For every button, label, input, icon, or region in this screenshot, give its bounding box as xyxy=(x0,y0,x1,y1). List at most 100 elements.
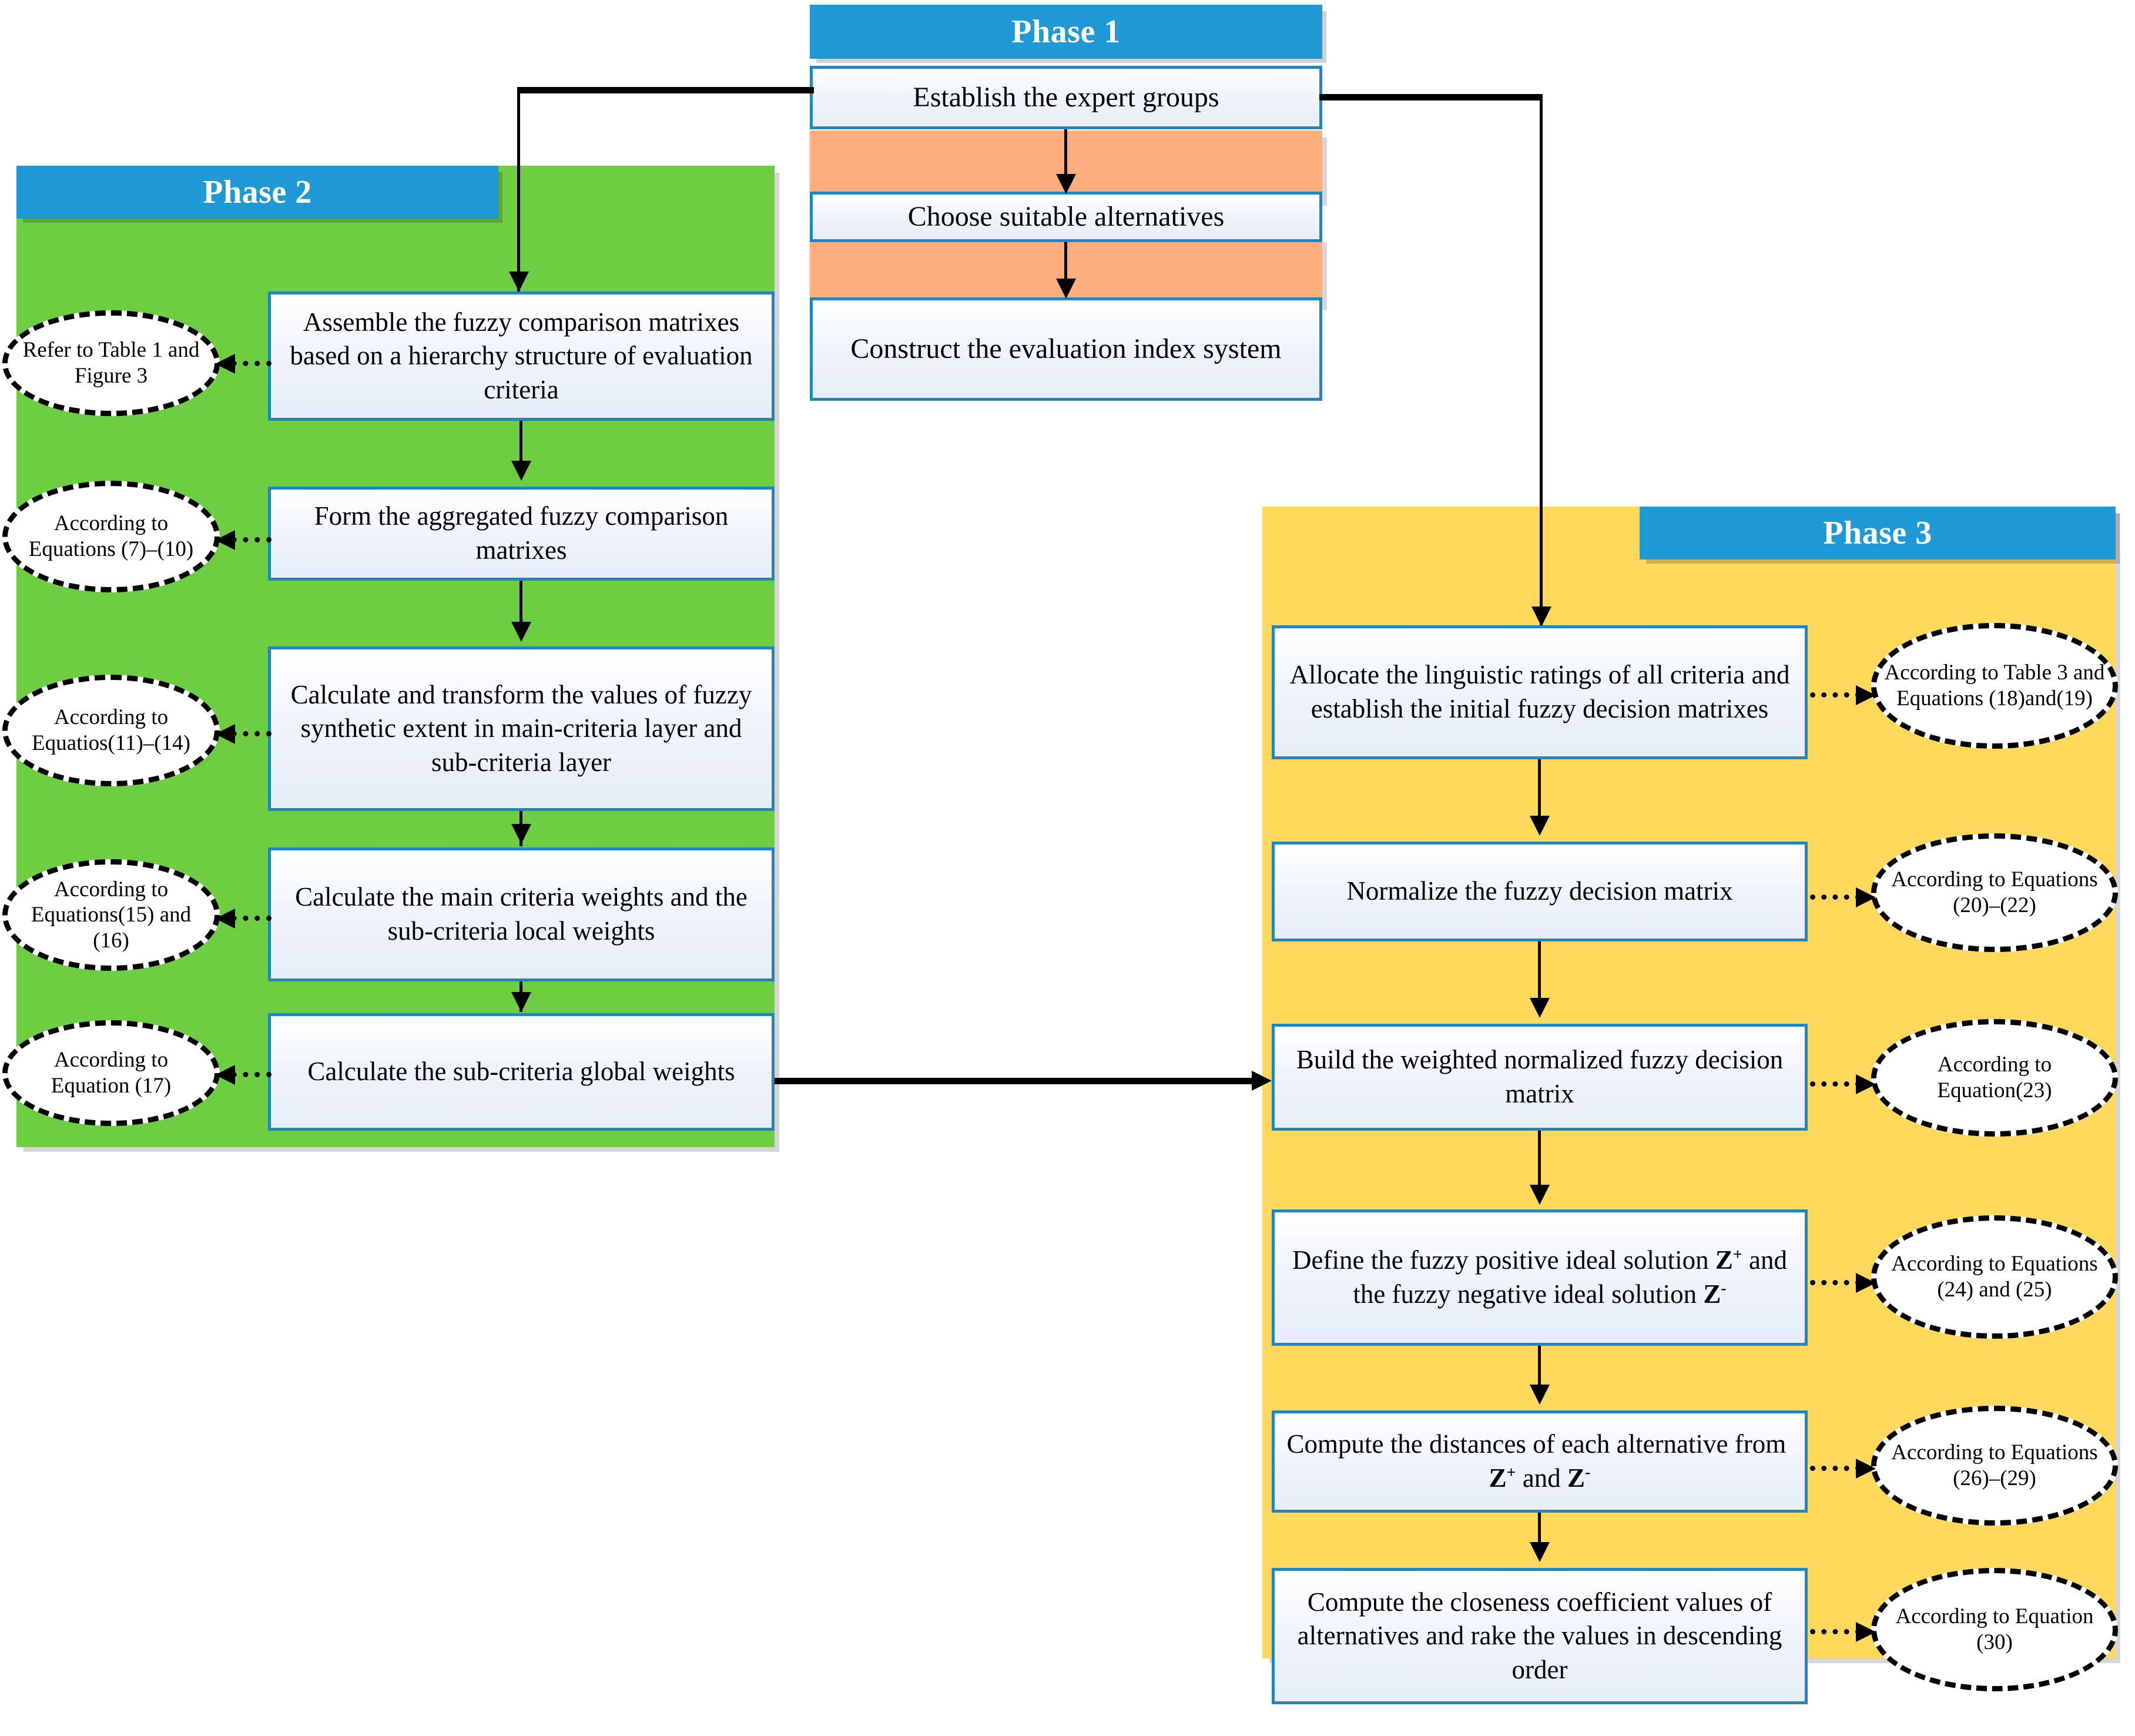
phase3-note-1-link xyxy=(1810,692,1861,698)
phase3-note-1-arrowhead xyxy=(1856,685,1876,705)
phase2-note-2: According to Equations (7)–(10) xyxy=(2,481,220,592)
p1-to-p3-horizontal xyxy=(1319,94,1543,100)
phase3-note-5-link xyxy=(1810,1466,1861,1471)
phase3-step-6-label: Compute the closeness coefficient values… xyxy=(1297,1587,1782,1684)
phase1-step-1[interactable]: Establish the expert groups xyxy=(810,66,1322,129)
phase3-step-1-label: Allocate the linguistic ratings of all c… xyxy=(1289,660,1790,723)
phase2-note-1-link xyxy=(220,361,272,366)
phase1-title-text: Phase 1 xyxy=(1011,14,1121,50)
phase3-note-6-label: According to Equation (30) xyxy=(1895,1604,2094,1654)
phase3-note-3: According to Equation(23) xyxy=(1871,1019,2118,1137)
phase3-title-text: Phase 3 xyxy=(1823,515,1932,551)
phase2-note-1: Refer to Table 1 and Figure 3 xyxy=(2,310,220,416)
phase2-note-1-arrowhead xyxy=(215,354,235,374)
phase2-note-4: According to Equations(15) and (16) xyxy=(2,859,220,971)
phase2-note-5: According to Equation (17) xyxy=(2,1020,220,1126)
phase2-note-3-arrowhead xyxy=(215,724,235,744)
phase3-arrow-2-head xyxy=(1530,998,1550,1018)
phase3-arrow-1-head xyxy=(1530,816,1550,836)
phase1-step-3-label: Construct the evaluation index system xyxy=(850,333,1282,365)
phase2-arrow-1-line xyxy=(519,421,522,465)
phase3-arrow-2-line xyxy=(1538,941,1541,1004)
phase3-note-2-label: According to Equations (20)–(22) xyxy=(1891,867,2098,917)
phase2-arrow-4-head xyxy=(511,992,531,1012)
phase3-step-3[interactable]: Build the weighted normalized fuzzy deci… xyxy=(1272,1024,1808,1131)
phase3-note-3-link xyxy=(1810,1081,1861,1087)
phase3-note-1: According to Table 3 and Equations (18)a… xyxy=(1871,623,2118,749)
phase3-step-3-label: Build the weighted normalized fuzzy deci… xyxy=(1296,1045,1784,1108)
p1-to-p2-horizontal xyxy=(517,87,814,93)
phase3-step-4[interactable]: Define the fuzzy positive ideal solution… xyxy=(1272,1209,1808,1346)
phase3-step-6[interactable]: Compute the closeness coefficient values… xyxy=(1272,1568,1808,1704)
phase3-note-3-arrowhead xyxy=(1856,1074,1876,1094)
phase2-step-1-label: Assemble the fuzzy comparison matrixes b… xyxy=(290,307,753,404)
phase3-note-6-link xyxy=(1810,1629,1861,1634)
phase3-arrow-3-head xyxy=(1530,1185,1550,1205)
phase3-note-4: According to Equations (24) and (25) xyxy=(1871,1215,2118,1339)
phase1-title: Phase 1 xyxy=(810,5,1322,59)
phase3-note-1-label: According to Table 3 and Equations (18)a… xyxy=(1884,661,2105,711)
phase2-note-4-arrowhead xyxy=(215,909,235,929)
phase3-note-6-arrowhead xyxy=(1856,1622,1876,1642)
phase1-step-3[interactable]: Construct the evaluation index system xyxy=(810,297,1322,401)
phase2-note-2-link xyxy=(220,537,272,542)
phase3-arrow-4-line xyxy=(1538,1346,1541,1390)
phase2-note-4-label: According to Equations(15) and (16) xyxy=(31,877,192,953)
phase2-step-5[interactable]: Calculate the sub-criteria global weight… xyxy=(268,1013,775,1131)
p1-to-p3-arrowhead xyxy=(1531,606,1551,626)
phase1-arrow-2-head xyxy=(1056,279,1076,299)
p1-to-p2-arrowhead xyxy=(509,272,529,291)
p2-to-p3-horizontal xyxy=(775,1078,1259,1084)
phase3-note-4-label: According to Equations (24) and (25) xyxy=(1891,1252,2098,1302)
phase2-note-5-link xyxy=(220,1072,272,1077)
phase3-note-2-link xyxy=(1810,894,1861,900)
phase2-arrow-2-line xyxy=(519,581,522,626)
phase3-note-5: According to Equations (26)–(29) xyxy=(1871,1406,2118,1526)
phase2-note-2-arrowhead xyxy=(215,530,235,550)
phase2-note-2-label: According to Equations (7)–(10) xyxy=(28,511,194,561)
phase3-note-2: According to Equations (20)–(22) xyxy=(1871,833,2118,952)
phase2-step-1[interactable]: Assemble the fuzzy comparison matrixes b… xyxy=(268,291,775,421)
phase2-note-5-label: According to Equation (17) xyxy=(51,1048,172,1098)
phase3-title: Phase 3 xyxy=(1640,507,2116,559)
phase3-note-4-link xyxy=(1810,1280,1861,1285)
phase2-arrow-3-head xyxy=(511,824,531,844)
phase2-title: Phase 2 xyxy=(16,166,498,219)
phase3-step-5[interactable]: Compute the distances of each alternativ… xyxy=(1272,1410,1808,1513)
phase3-arrow-4-head xyxy=(1530,1385,1550,1405)
phase3-step-2-label: Normalize the fuzzy decision matrix xyxy=(1346,876,1733,906)
phase2-title-text: Phase 2 xyxy=(203,174,312,210)
phase1-arrow-2-line xyxy=(1064,242,1067,283)
phase1-arrow-1-head xyxy=(1056,174,1076,194)
phase3-note-3-label: According to Equation(23) xyxy=(1937,1053,2052,1102)
phase2-step-4-label: Calculate the main criteria weights and … xyxy=(295,882,748,946)
phase2-step-2[interactable]: Form the aggregated fuzzy comparison mat… xyxy=(268,487,775,581)
phase1-step-1-label: Establish the expert groups xyxy=(913,82,1219,113)
phase3-arrow-5-line xyxy=(1538,1513,1541,1548)
phase3-step-5-label: Compute the distances of each alternativ… xyxy=(1286,1429,1793,1493)
phase3-step-1[interactable]: Allocate the linguistic ratings of all c… xyxy=(1272,625,1808,759)
phase2-step-3[interactable]: Calculate and transform the values of fu… xyxy=(268,646,775,811)
p1-to-p3-vertical xyxy=(1540,94,1543,635)
phase2-arrow-2-head xyxy=(511,622,531,642)
phase3-step-2[interactable]: Normalize the fuzzy decision matrix xyxy=(1272,842,1808,941)
p2-to-p3-arrowhead xyxy=(1252,1071,1272,1091)
phase2-note-3: According to Equatios(11)–(14) xyxy=(2,675,220,786)
phase2-arrow-1-head xyxy=(511,461,531,481)
phase2-step-5-label: Calculate the sub-criteria global weight… xyxy=(307,1057,735,1087)
phase2-note-3-link xyxy=(220,731,272,736)
phase1-step-2[interactable]: Choose suitable alternatives xyxy=(810,192,1322,242)
phase3-note-6: According to Equation (30) xyxy=(1871,1568,2118,1691)
phase2-step-4[interactable]: Calculate the main criteria weights and … xyxy=(268,847,775,981)
phase2-note-1-label: Refer to Table 1 and Figure 3 xyxy=(22,338,200,388)
phase1-arrow-1-line xyxy=(1064,129,1067,179)
phase3-arrow-5-head xyxy=(1530,1542,1550,1562)
phase3-note-5-label: According to Equations (26)–(29) xyxy=(1891,1440,2098,1490)
phase3-note-5-arrowhead xyxy=(1856,1459,1876,1479)
phase2-step-2-label: Form the aggregated fuzzy comparison mat… xyxy=(314,501,729,565)
phase2-note-4-link xyxy=(220,916,272,921)
phase3-arrow-3-line xyxy=(1538,1131,1541,1189)
phase1-step-2-label: Choose suitable alternatives xyxy=(907,201,1225,233)
phase2-step-3-label: Calculate and transform the values of fu… xyxy=(290,679,752,777)
phase3-step-4-label: Define the fuzzy positive ideal solution… xyxy=(1292,1245,1787,1309)
